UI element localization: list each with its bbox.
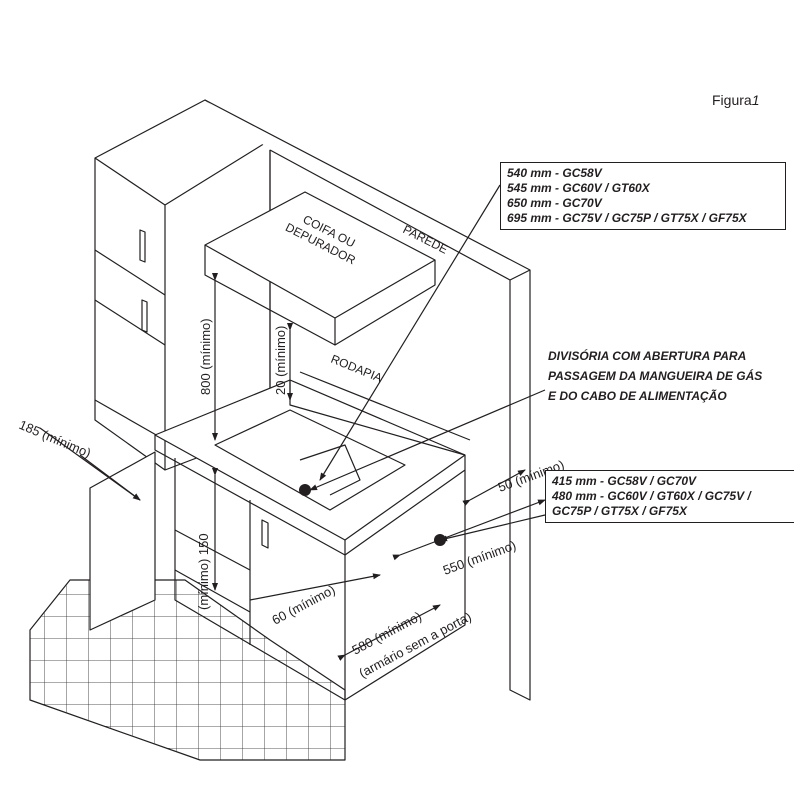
- note-line: DIVISÓRIA COM ABERTURA PARA: [548, 349, 747, 363]
- baseboard-label: RODAPIA: [329, 352, 384, 385]
- note-line: E DO CABO DE ALIMENTAÇÃO: [548, 389, 727, 403]
- dimension-60: 60 (mínimo): [269, 582, 337, 628]
- note-line: PASSAGEM DA MANGUEIRA DE GÁS: [548, 369, 763, 383]
- figure-number: 1: [751, 92, 760, 108]
- hood-height-row: 695 mm - GC75V / GC75P / GT75X / GF75X: [507, 211, 747, 225]
- hob-cutout: [214, 409, 406, 511]
- dimension-20: 20 (mínimo): [273, 326, 288, 395]
- cutout-width-row: 415 mm - GC58V / GC70V: [552, 474, 697, 488]
- cutout-width-row: 480 mm - GC60V / GT60X / GC75V /: [552, 489, 751, 503]
- dimension-185: 185 (mínimo): [17, 417, 93, 461]
- hood-height-row: 650 mm - GC70V: [507, 196, 602, 210]
- partition-note: DIVISÓRIA COM ABERTURA PARA PASSAGEM DA …: [548, 346, 778, 406]
- figure-title: Figura1: [712, 92, 759, 108]
- power-outlet-dot: [434, 534, 446, 546]
- cutout-width-table: 415 mm - GC58V / GC70V 480 mm - GC60V / …: [545, 470, 794, 523]
- figure-label: Figura: [712, 92, 752, 108]
- back-wall: [204, 99, 531, 701]
- hood-height-row: 540 mm - GC58V: [507, 166, 602, 180]
- dimension-800: 800 (mínimo): [198, 318, 213, 395]
- hood-height-row: 545 mm - GC60V / GT60X: [507, 181, 650, 195]
- dimension-150: (mínimo) 150: [196, 533, 211, 610]
- gas-outlet-dot: [299, 484, 311, 496]
- side-panel: [89, 451, 156, 631]
- dimension-550: 550 (mínimo): [441, 538, 518, 578]
- hood-height-table: 540 mm - GC58V 545 mm - GC60V / GT60X 65…: [500, 162, 786, 230]
- cutout-width-row: GC75P / GT75X / GF75X: [552, 504, 687, 518]
